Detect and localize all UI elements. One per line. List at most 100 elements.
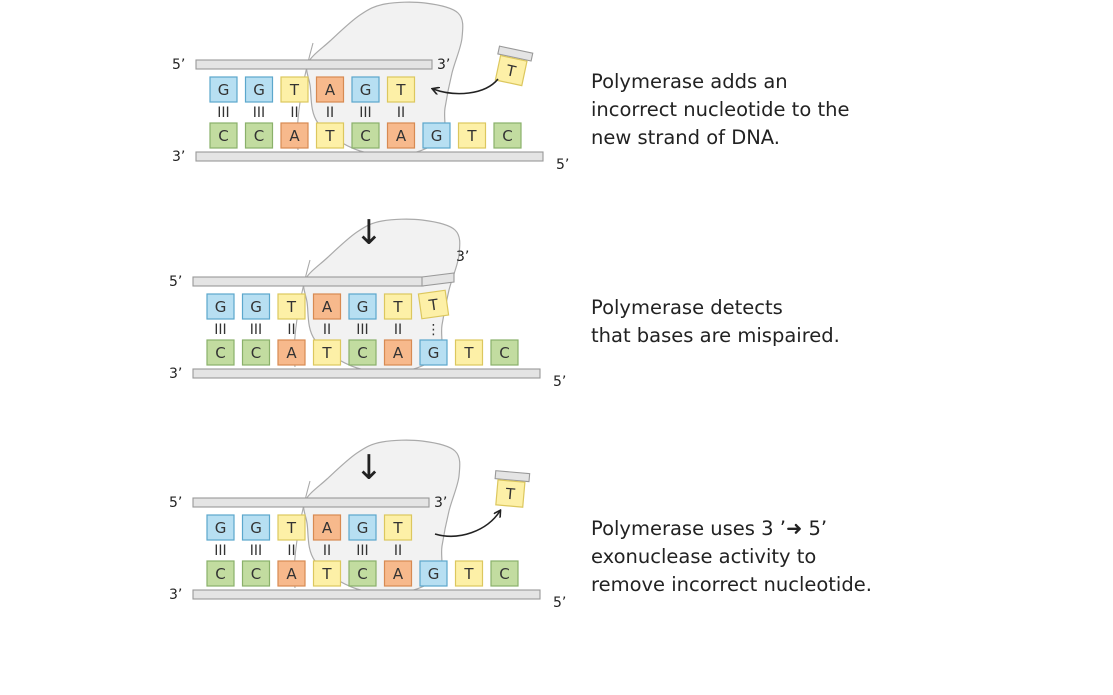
new-strand-backbone <box>195 59 433 70</box>
base-letter: C <box>357 565 367 583</box>
base-box <box>351 76 380 103</box>
base-G: G <box>206 293 235 320</box>
base-letter: T <box>286 298 297 316</box>
base-letter: G <box>431 127 443 145</box>
base-box <box>348 560 377 587</box>
base-box <box>206 339 235 366</box>
hydrogen-bond: II <box>326 105 334 121</box>
polymerase-enzyme <box>303 218 461 373</box>
base-T: T <box>315 122 345 149</box>
end-label-5prime: 5’ <box>556 157 569 173</box>
base-letter: T <box>392 298 403 316</box>
base-T: T <box>454 339 484 366</box>
base-letter: T <box>321 344 332 362</box>
base-box <box>386 76 416 103</box>
end-label-3prime: 3’ <box>169 366 182 382</box>
base-box <box>315 122 345 149</box>
base-box <box>206 560 235 587</box>
base-box <box>490 560 519 587</box>
base-letter: T <box>324 127 335 145</box>
base-box <box>419 339 448 366</box>
hydrogen-bond: II <box>287 543 295 559</box>
base-C: C <box>490 339 519 366</box>
base-T: T <box>277 293 306 320</box>
base-T: T <box>454 560 484 587</box>
polymerase-enzyme <box>303 439 461 594</box>
hydrogen-bond: II <box>323 322 331 338</box>
end-label-5prime: 5’ <box>172 57 185 73</box>
hydrogen-bond: II <box>394 322 402 338</box>
base-C: C <box>348 339 377 366</box>
base-letter: T <box>466 127 477 145</box>
end-label-3prime: 3’ <box>169 587 182 603</box>
free-nucleotide: T <box>494 45 534 87</box>
template-strand-backbone <box>195 151 544 162</box>
base-box <box>348 514 377 541</box>
base-letter: T <box>286 519 297 537</box>
base-T: T <box>277 514 306 541</box>
flow-arrow-2: ↓ <box>355 448 384 488</box>
end-label-5prime: 5’ <box>553 374 566 390</box>
remove-arrow <box>434 511 500 538</box>
base-letter: C <box>251 344 261 362</box>
base-box <box>277 339 306 366</box>
base-letter: C <box>215 344 225 362</box>
end-label-3prime: 3’ <box>434 495 447 511</box>
base-box <box>209 122 238 149</box>
base-box <box>315 76 345 103</box>
nucleotide-backbone <box>494 470 531 483</box>
base-G: G <box>419 560 448 587</box>
base-box <box>493 122 522 149</box>
nucleotide-base-T: T <box>495 479 526 508</box>
base-C: C <box>241 560 271 587</box>
mispaired-base-T: T <box>417 289 450 320</box>
base-letter: G <box>215 298 227 316</box>
base-A: A <box>386 122 416 149</box>
polymerase-enzyme <box>306 1 464 156</box>
base-letter: C <box>499 344 509 362</box>
base-letter: G <box>357 298 369 316</box>
base-C: C <box>348 560 377 587</box>
base-box <box>312 339 342 366</box>
hydrogen-bond: ⋮ <box>427 322 441 338</box>
base-box <box>312 560 342 587</box>
base-box <box>417 289 450 320</box>
base-box <box>241 293 271 320</box>
end-label-3prime: 3’ <box>456 249 469 265</box>
base-letter: A <box>393 565 404 583</box>
base-letter: C <box>254 127 264 145</box>
base-box <box>383 339 413 366</box>
base-C: C <box>490 560 519 587</box>
base-box <box>348 293 377 320</box>
base-box <box>495 479 526 508</box>
base-letter: T <box>504 485 517 504</box>
base-C: C <box>206 560 235 587</box>
flow-arrow-1: ↓ <box>355 213 384 253</box>
base-letter: T <box>321 565 332 583</box>
step-2-description: Polymerase detects that bases are mispai… <box>591 296 840 347</box>
base-box <box>277 514 306 541</box>
hydrogen-bond: III <box>217 105 229 121</box>
base-C: C <box>206 339 235 366</box>
base-box <box>244 122 274 149</box>
step-1-description: Polymerase adds an incorrect nucleotide … <box>591 70 850 149</box>
base-box <box>454 339 484 366</box>
template-strand-backbone <box>192 368 541 379</box>
step-3-description: Polymerase uses 3 ’➜ 5’ exonuclease acti… <box>591 517 872 596</box>
base-box <box>277 560 306 587</box>
base-G: G <box>209 76 238 103</box>
base-G: G <box>241 293 271 320</box>
hydrogen-bond: III <box>359 105 371 121</box>
base-letter: G <box>360 81 372 99</box>
base-box <box>383 514 413 541</box>
base-box <box>312 514 342 541</box>
end-label-3prime: 3’ <box>172 149 185 165</box>
base-A: A <box>280 122 309 149</box>
base-letter: A <box>322 298 333 316</box>
hydrogen-bond: III <box>214 543 226 559</box>
end-label-5prime: 5’ <box>553 595 566 611</box>
base-A: A <box>312 514 342 541</box>
base-A: A <box>277 339 306 366</box>
base-box <box>494 54 528 87</box>
